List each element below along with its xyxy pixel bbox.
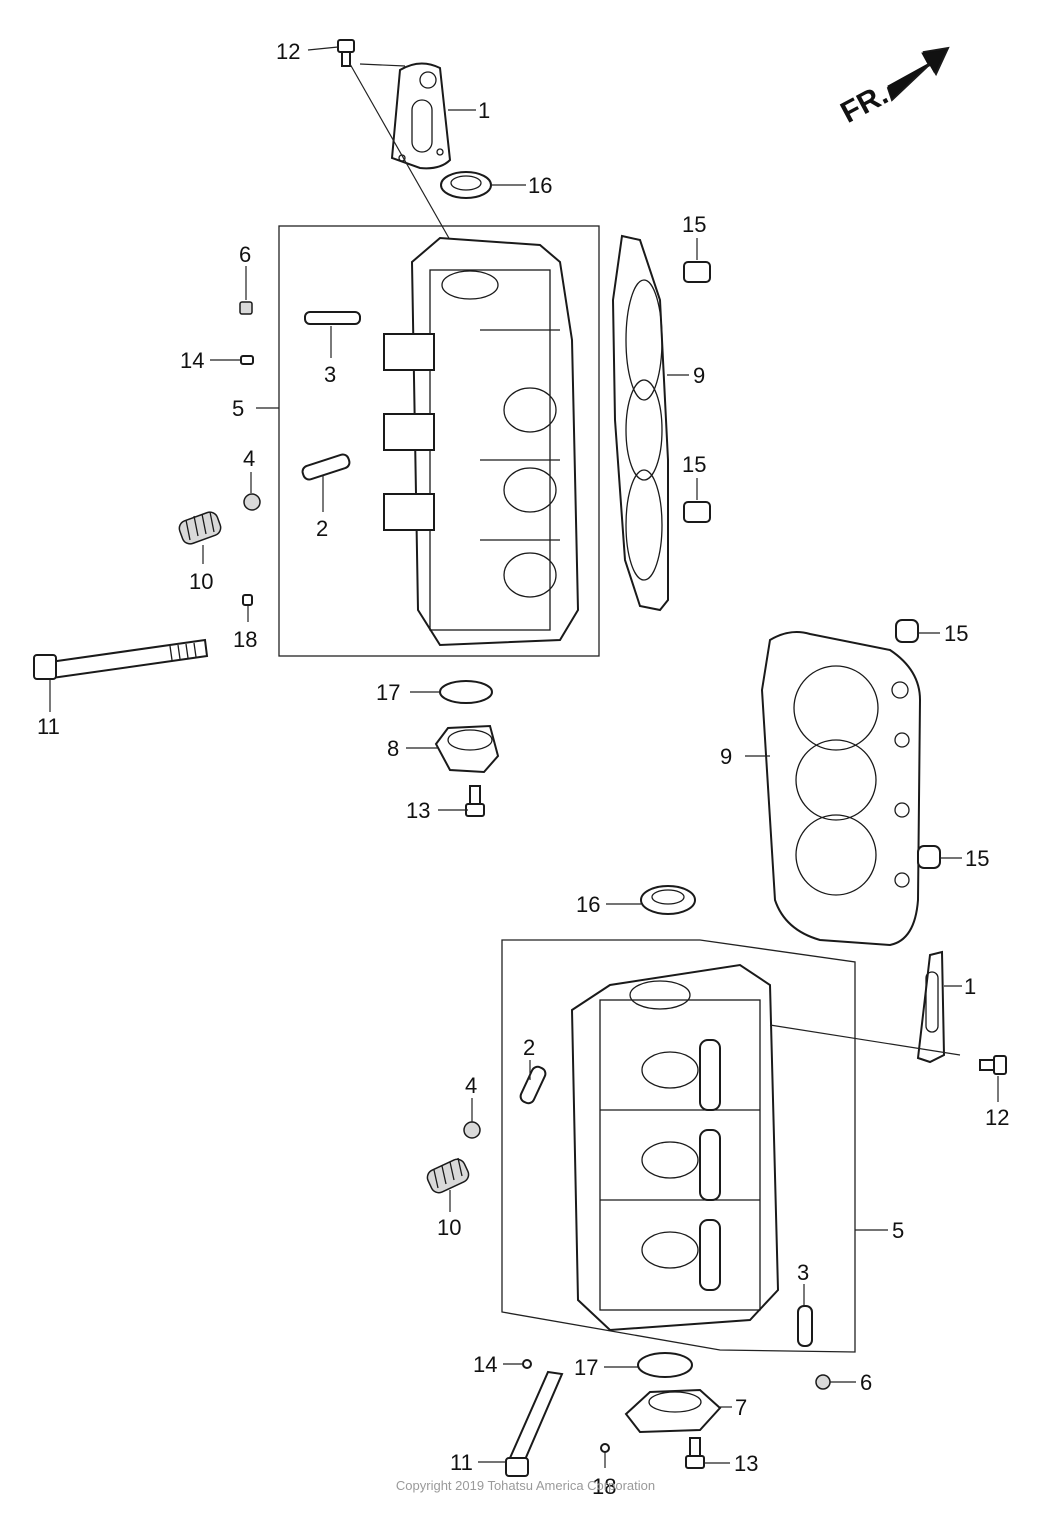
callout-2-lower: 2 [523,1035,535,1060]
callout-15-lower-top: 15 [944,621,968,646]
upper-bracket-bolt [337,39,355,67]
copyright-notice: Copyright 2019 Tohatsu America Corporati… [395,1478,656,1493]
lower-group-box [501,939,856,1353]
callout-9-upper: 9 [693,363,705,388]
callout-15-upper-bottom: 15 [682,452,706,477]
callout-14-lower: 14 [473,1352,497,1377]
callout-17-upper: 17 [376,680,400,705]
callout-11-lower: 11 [450,1450,473,1475]
callout-5-lower: 5 [892,1218,904,1243]
callout-16-lower: 16 [576,892,600,917]
lower-cylinder-head [570,963,780,1332]
lower-spring [426,1157,470,1194]
upper-pin-3 [304,311,361,325]
upper-dowel-pin-bottom [683,501,711,523]
callout-11-upper: 11 [37,714,60,739]
lower-oil-seal [640,885,696,915]
lower-cylinder-head-assembly [426,619,1007,1477]
callout-6-lower: 6 [860,1370,872,1395]
upper-cylinder-head-assembly [33,39,711,817]
upper-spring [178,511,222,545]
upper-plug-6 [239,301,253,315]
callout-4-upper: 4 [243,446,255,471]
lower-plug-6 [815,1374,831,1390]
lower-cap-4 [463,1121,481,1139]
upper-oil-seal [440,171,492,199]
callout-15-upper-top: 15 [682,212,706,237]
callout-6-upper: 6 [239,242,251,267]
lower-cover-bolt [685,1437,705,1469]
upper-o-ring [439,680,493,704]
callout-numbers: 12 1 16 15 6 3 14 9 5 15 4 2 10 18 11 17… [37,39,1009,1499]
callout-3-upper: 3 [324,362,336,387]
upper-cover-8 [434,724,500,774]
upper-cylinder-head [383,236,580,647]
upper-pin-18 [242,594,253,606]
callout-13-lower: 13 [734,1451,758,1476]
lower-bracket-bolt [979,1055,1007,1075]
upper-bracket [390,62,452,170]
callout-18-upper: 18 [233,627,257,652]
upper-dowel-pin-top [683,261,711,283]
lower-pin-2 [519,1065,547,1105]
lower-pin-18 [600,1443,610,1453]
lower-pin-3 [797,1305,813,1347]
callout-8: 8 [387,736,399,761]
leader-lines [49,46,999,1468]
lower-dowel-pin-top [895,619,919,643]
callout-1-lower: 1 [964,974,976,999]
lower-cover-7 [624,1388,722,1434]
callout-3-lower: 3 [797,1260,809,1285]
upper-head-gasket [611,234,669,612]
upper-pin-2 [301,453,351,481]
upper-long-bolt [33,638,209,680]
upper-cap-4 [243,493,261,511]
front-direction-arrow: FR. [835,46,950,130]
lower-pin-14 [522,1359,532,1369]
upper-pin-14 [240,355,254,365]
callout-12-lower: 12 [985,1105,1009,1130]
callout-13-upper: 13 [406,798,430,823]
lower-dowel-pin-bottom [917,845,941,869]
callout-9-lower: 9 [720,744,732,769]
callout-1-upper: 1 [478,98,490,123]
front-direction-label: FR. [835,78,893,130]
callout-14-upper: 14 [180,348,204,373]
lower-bracket [916,950,946,1064]
callout-2-upper: 2 [316,516,328,541]
callout-7: 7 [735,1395,747,1420]
callout-4-lower: 4 [465,1073,477,1098]
callout-16-upper: 16 [528,173,552,198]
lower-head-gasket [760,631,922,947]
upper-cover-bolt [465,785,485,817]
lower-o-ring [637,1352,693,1378]
callout-10-upper: 10 [189,569,213,594]
callout-5-upper: 5 [232,396,244,421]
callout-17-lower: 17 [574,1355,598,1380]
callout-18-lower: 18 [592,1474,616,1499]
callout-15-lower-bottom: 15 [965,846,989,871]
callout-10-lower: 10 [437,1215,461,1240]
lower-long-bolt [505,1370,564,1477]
upper-group-box [278,225,600,657]
callout-12-upper: 12 [276,39,300,64]
